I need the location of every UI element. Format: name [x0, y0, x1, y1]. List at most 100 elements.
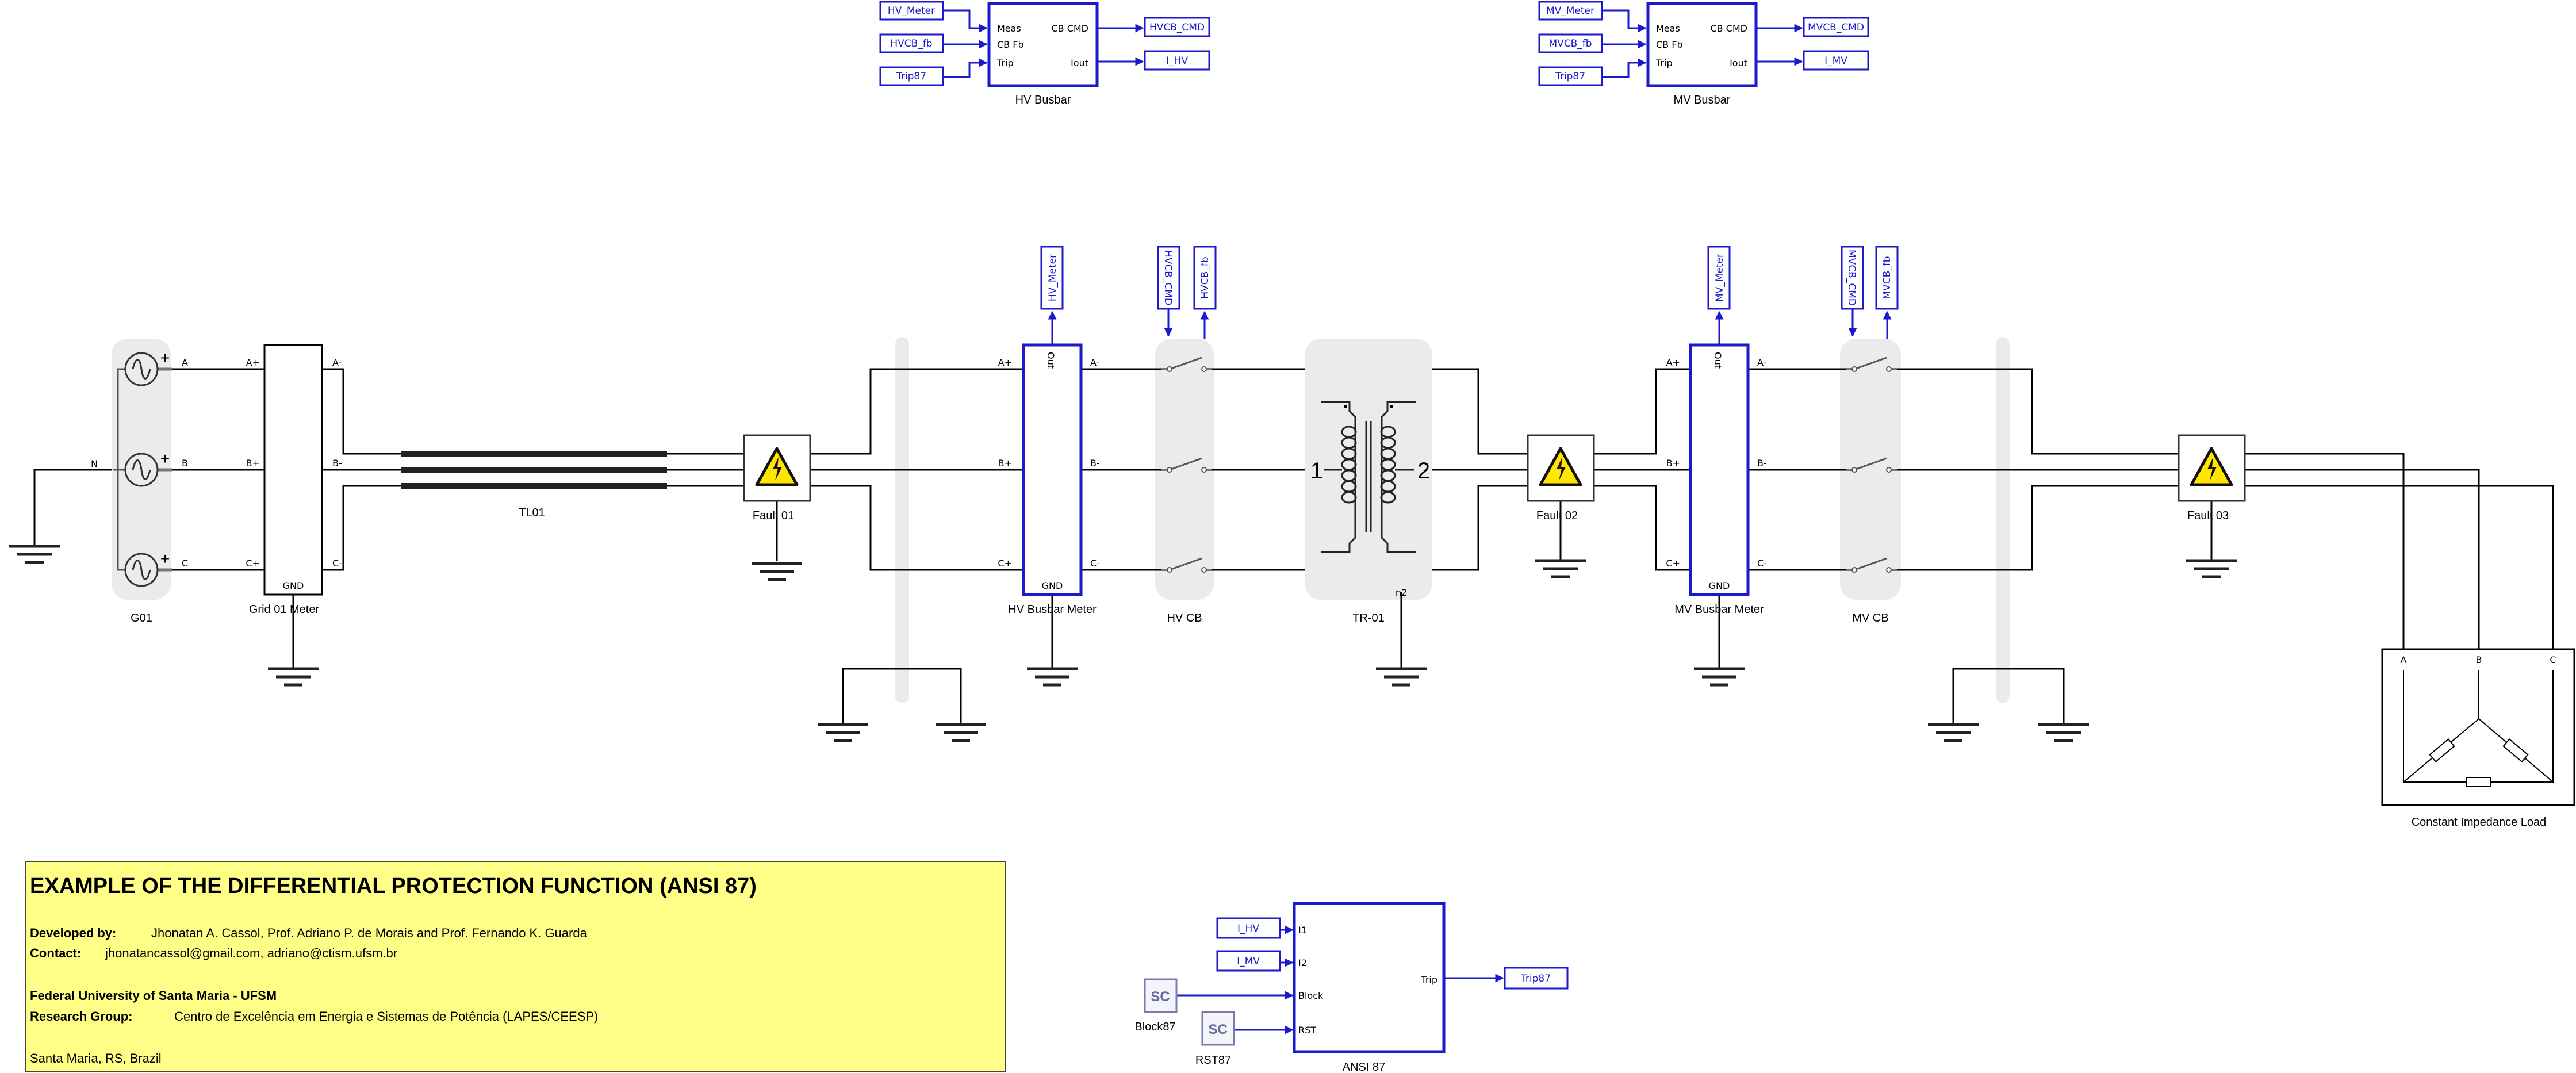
tag-label: MVCB_fb	[1881, 256, 1893, 299]
tag-label: Trip87	[896, 71, 926, 82]
port-iout: Iout	[1071, 58, 1088, 68]
mv-busbar-block[interactable]: Meas CB Fb Trip CB CMD Iout MV_Meter MVC…	[1538, 1, 1869, 106]
contact	[1167, 567, 1172, 573]
switch-blade	[1169, 457, 1202, 471]
transformer-icon	[1321, 401, 1416, 553]
contact	[1886, 567, 1892, 573]
hv-bus-bar[interactable]	[895, 337, 909, 703]
switch-blade	[1169, 357, 1202, 370]
block-label: RST87	[1195, 1054, 1231, 1067]
tag-label: HV_Meter	[888, 5, 935, 17]
port-iout: Iout	[1730, 58, 1747, 68]
ground-icon	[752, 562, 802, 581]
goto-tag-hv-meter[interactable]	[879, 1, 944, 21]
port-n2: n2	[1396, 587, 1407, 598]
tag-label: HVCB_CMD	[1149, 22, 1205, 33]
ground-icon	[818, 723, 868, 742]
switch-blade	[1854, 357, 1887, 370]
ground-icon	[1027, 667, 1078, 687]
port-label: C+	[1666, 558, 1680, 569]
port-trip: Trip	[1655, 58, 1673, 68]
fault-block[interactable]	[1527, 434, 1595, 561]
contact	[1201, 366, 1207, 372]
sc-block-rst87[interactable]: SC	[1201, 1011, 1235, 1046]
mv-bus-bar[interactable]	[1996, 337, 2010, 703]
block-label: Grid 01 Meter	[249, 603, 320, 616]
port-label: B-	[1757, 458, 1767, 469]
from-tag-mvcb-fb[interactable]	[1538, 33, 1603, 53]
resistor-icon	[2502, 738, 2529, 763]
goto-tag-trip87[interactable]	[1504, 967, 1569, 990]
breaker-switch-icon	[1846, 357, 1897, 372]
hv-busbar-meter[interactable]: Out GND A+ B+ C+ A- B- C- HV_Meter HV Bu…	[998, 246, 1100, 616]
hv-busbar-block[interactable]: Meas CB Fb Trip CB CMD Iout HV_Meter HVC…	[879, 1, 1210, 106]
tag-label: MVCB_CMD	[1808, 22, 1864, 33]
tr01-transformer[interactable]: 1 2 n2 TR-01	[1310, 401, 1430, 624]
port-label: C-	[1757, 558, 1767, 569]
mv-cb-block[interactable]	[1840, 339, 1901, 600]
switch-blade	[1169, 557, 1202, 571]
ground-icon	[2186, 559, 2237, 578]
breaker-switch-icon	[1162, 357, 1212, 372]
fault-block[interactable]	[2178, 434, 2246, 561]
from-tag-hvcb-fb[interactable]	[879, 33, 944, 53]
block-label: HV Busbar	[1015, 94, 1071, 106]
tr01-transformer-block[interactable]	[1305, 339, 1432, 600]
grid-01-meter[interactable]: A+ B+ C+ A- B- C- GND Grid 01 Meter	[246, 344, 342, 616]
contact	[1851, 366, 1857, 372]
port-rst: RST	[1298, 1025, 1316, 1036]
from-tag-i-mv[interactable]	[1216, 950, 1281, 972]
hv-cb-block[interactable]	[1155, 339, 1214, 600]
location: Santa Maria, RS, Brazil	[30, 1051, 162, 1066]
port-label: B	[2476, 654, 2482, 665]
tag-label: MV_Meter	[1546, 5, 1594, 17]
sc-icon: SC	[1208, 1022, 1227, 1037]
mv-cb[interactable]: MVCB_CMD MVCB_fb MV CB	[1841, 246, 1899, 624]
port-label: C+	[998, 558, 1012, 569]
port-block: Block	[1298, 990, 1324, 1001]
sine-wave	[132, 560, 151, 580]
sine-wave	[132, 359, 151, 380]
port-label: B+	[998, 458, 1012, 469]
phase-port-label: B	[182, 458, 188, 469]
tl01-label: TL01	[519, 507, 545, 519]
goto-tag-mvcb-cmd[interactable]	[1803, 17, 1869, 37]
port-label: A-	[1757, 357, 1766, 368]
goto-tag-mvcb-fb[interactable]	[1875, 246, 1899, 310]
fault-block[interactable]	[743, 434, 811, 561]
research-group-label: Research Group:	[30, 1009, 133, 1024]
from-tag-i-hv[interactable]	[1216, 917, 1281, 939]
sc-block-block87[interactable]: SC	[1144, 978, 1178, 1013]
mv-busbar-meter[interactable]: Out GND A+ B+ C+ A- B- C- MV_Meter MV Bu…	[1666, 246, 1767, 616]
lightning-bolt-icon	[2207, 457, 2217, 481]
plus-sign: +	[160, 450, 170, 467]
constant-impedance-load[interactable]: A B C Constant Impedance Load	[2381, 648, 2575, 829]
ansi87-block[interactable]: I1 I2 Block RST Trip I_HV I_MV SC Block8…	[1134, 902, 1569, 1073]
ac-voltage-source-icon	[124, 453, 172, 487]
goto-tag-hvcb-fb[interactable]	[1193, 246, 1217, 310]
goto-tag-mv-meter[interactable]	[1707, 246, 1731, 310]
goto-tag-hvcb-cmd[interactable]	[1144, 17, 1210, 37]
goto-tag-i-mv[interactable]	[1803, 50, 1869, 71]
goto-tag-i-hv[interactable]	[1144, 50, 1210, 71]
fault-label: Fault 03	[2187, 509, 2229, 522]
port-out: Out	[1045, 352, 1056, 369]
contact	[1851, 567, 1857, 573]
tl01-transmission-line[interactable]	[401, 451, 667, 489]
tag-label: I_MV	[1237, 956, 1260, 967]
breaker-switch-icon	[1846, 557, 1897, 573]
from-tag-trip87[interactable]	[1538, 66, 1603, 86]
port-label: B+	[246, 458, 260, 469]
phase-port-label: A	[182, 357, 188, 368]
port-label: A-	[332, 357, 342, 368]
from-tag-mv-meter[interactable]	[1538, 1, 1603, 21]
research-group-value: Centro de Excelência em Energia e Sistem…	[174, 1009, 598, 1024]
block-label: HV CB	[1167, 612, 1202, 624]
tag-label: I_HV	[1166, 55, 1188, 67]
port-label: C	[2550, 654, 2556, 665]
goto-tag-hv-meter[interactable]	[1040, 246, 1064, 310]
tag-label: Trip87	[1555, 71, 1585, 82]
hv-cb[interactable]: HVCB_CMD HVCB_fb HV CB	[1157, 246, 1217, 624]
port-gnd: GND	[1709, 580, 1730, 591]
block-label: MV CB	[1852, 612, 1888, 624]
